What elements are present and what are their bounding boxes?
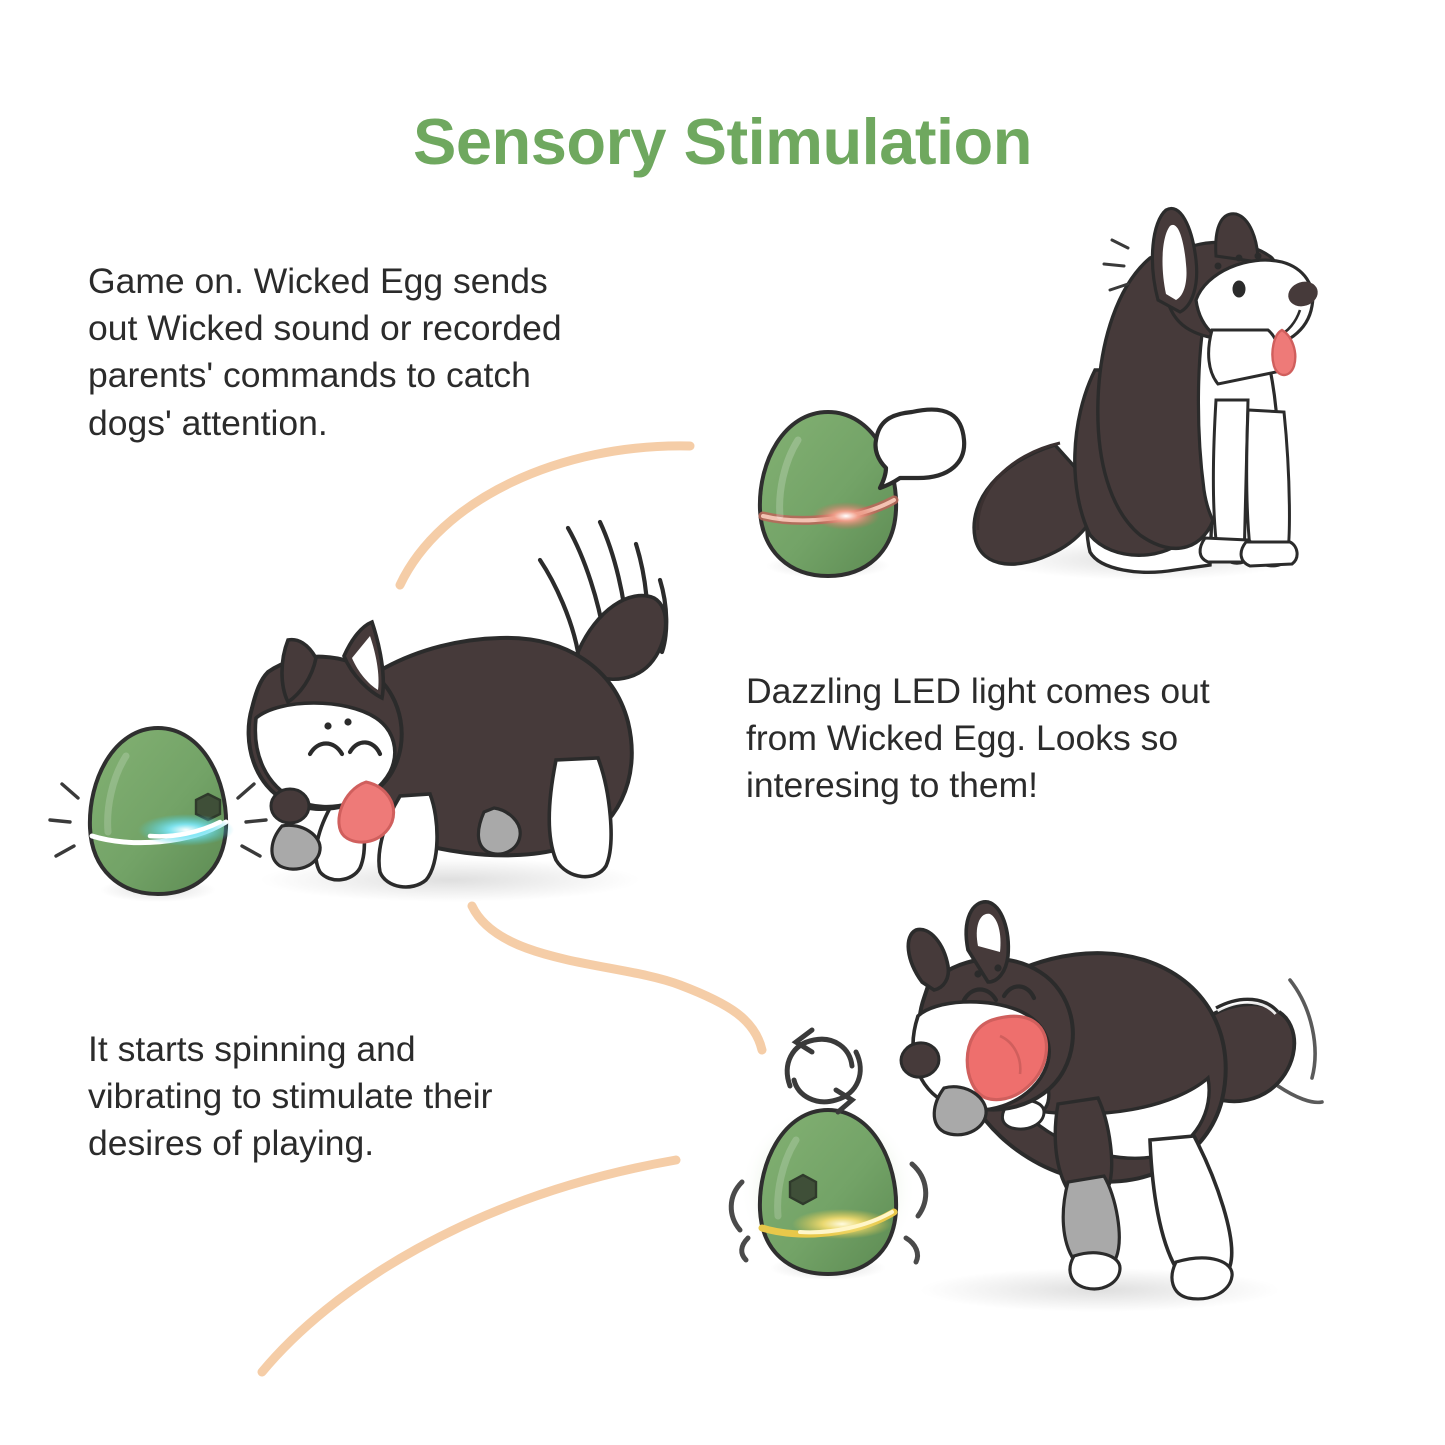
husky-eye [1232, 280, 1246, 298]
husky-ear-right [906, 927, 951, 992]
rotation-arrows-icon [784, 1027, 863, 1115]
husky-tongue [1271, 328, 1297, 377]
husky-nose [269, 787, 311, 825]
sound-wave-icon [884, 416, 958, 472]
tail-wag-motion-lines [1276, 978, 1324, 1105]
egg-button-icon [194, 792, 222, 822]
husky-tongue [337, 780, 395, 844]
wicked-egg-toy-led[interactable] [48, 725, 268, 897]
husky-sitting[interactable] [972, 206, 1321, 574]
alert-motion-lines-icon [1102, 238, 1130, 292]
egg-button-icon [788, 1173, 818, 1206]
section-text-sound: Game on. Wicked Egg sends out Wicked sou… [88, 261, 562, 443]
light-rays-icon [48, 782, 268, 858]
wicked-egg-toy-spinning[interactable] [757, 1107, 899, 1277]
husky-eye-left [961, 987, 999, 1003]
page-title: Sensory Stimulation [413, 105, 1032, 178]
husky-ear-right [1214, 212, 1260, 264]
husky-nose [1288, 281, 1318, 307]
section-text-spinning: It starts spinning and vibrating to stim… [88, 1029, 493, 1164]
husky-pouncing[interactable] [898, 900, 1324, 1301]
husky-eye-right [1001, 984, 1037, 1001]
sound-wave-speech-bubble[interactable] [873, 407, 967, 491]
vibration-arcs-icon [728, 1161, 929, 1265]
husky-eye-left [307, 741, 345, 757]
husky-eye-right [347, 740, 383, 757]
husky-nose [899, 1041, 941, 1079]
husky-tongue [965, 1014, 1049, 1102]
husky-play-bow[interactable] [246, 519, 669, 889]
husky-ear-right [280, 637, 318, 705]
section-text-led: Dazzling LED light comes out from Wicked… [746, 671, 1210, 806]
